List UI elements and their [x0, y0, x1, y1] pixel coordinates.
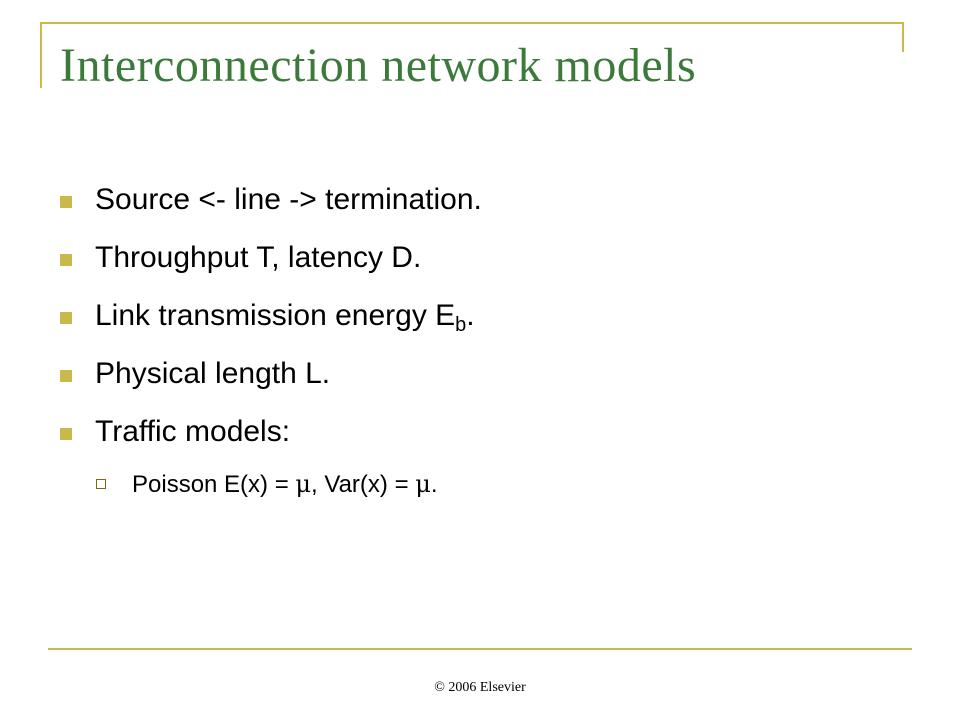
frame-right-line: [902, 22, 904, 52]
mu-symbol: μ: [415, 470, 431, 498]
mu-symbol: μ: [295, 470, 312, 498]
bullet-text: Link transmission energy E: [95, 299, 456, 332]
bullet-item: Source <- line -> termination.: [60, 176, 482, 234]
frame-left-line: [40, 22, 42, 88]
bullet-text: Physical length L.: [95, 357, 331, 390]
bullet-subscript: b: [455, 314, 467, 336]
sub-bullet-text: , Var(x) =: [311, 471, 416, 498]
bullet-item: Throughput T, latency D.: [60, 234, 482, 292]
copyright-footer: © 2006 Elsevier: [434, 680, 526, 695]
square-bullet-icon: [60, 370, 72, 382]
square-bullet-icon: [60, 312, 72, 324]
hollow-square-bullet-icon: [96, 479, 106, 489]
sub-bullet-text: Poisson E(x) =: [132, 471, 296, 498]
bullet-text: Source <- line -> termination.: [95, 183, 482, 216]
square-bullet-icon: [60, 254, 72, 266]
bullet-text-suffix: .: [466, 299, 475, 332]
sub-bullet-item: Poisson E(x) = μ, Var(x) = μ.: [96, 466, 482, 510]
bullet-list: Source <- line -> termination. Throughpu…: [60, 176, 482, 510]
square-bullet-icon: [60, 196, 72, 208]
frame-top-line: [40, 22, 904, 24]
sub-bullet-text: .: [430, 471, 438, 498]
bullet-text: Traffic models:: [95, 415, 291, 448]
bullet-text: Throughput T, latency D.: [95, 241, 422, 274]
bullet-item: Traffic models:: [60, 408, 482, 466]
square-bullet-icon: [60, 428, 72, 440]
slide-title: Interconnection network models: [60, 39, 697, 92]
bullet-item: Physical length L.: [60, 350, 482, 408]
footer-divider: [48, 648, 912, 650]
bullet-item: Link transmission energy Eb.: [60, 292, 482, 350]
